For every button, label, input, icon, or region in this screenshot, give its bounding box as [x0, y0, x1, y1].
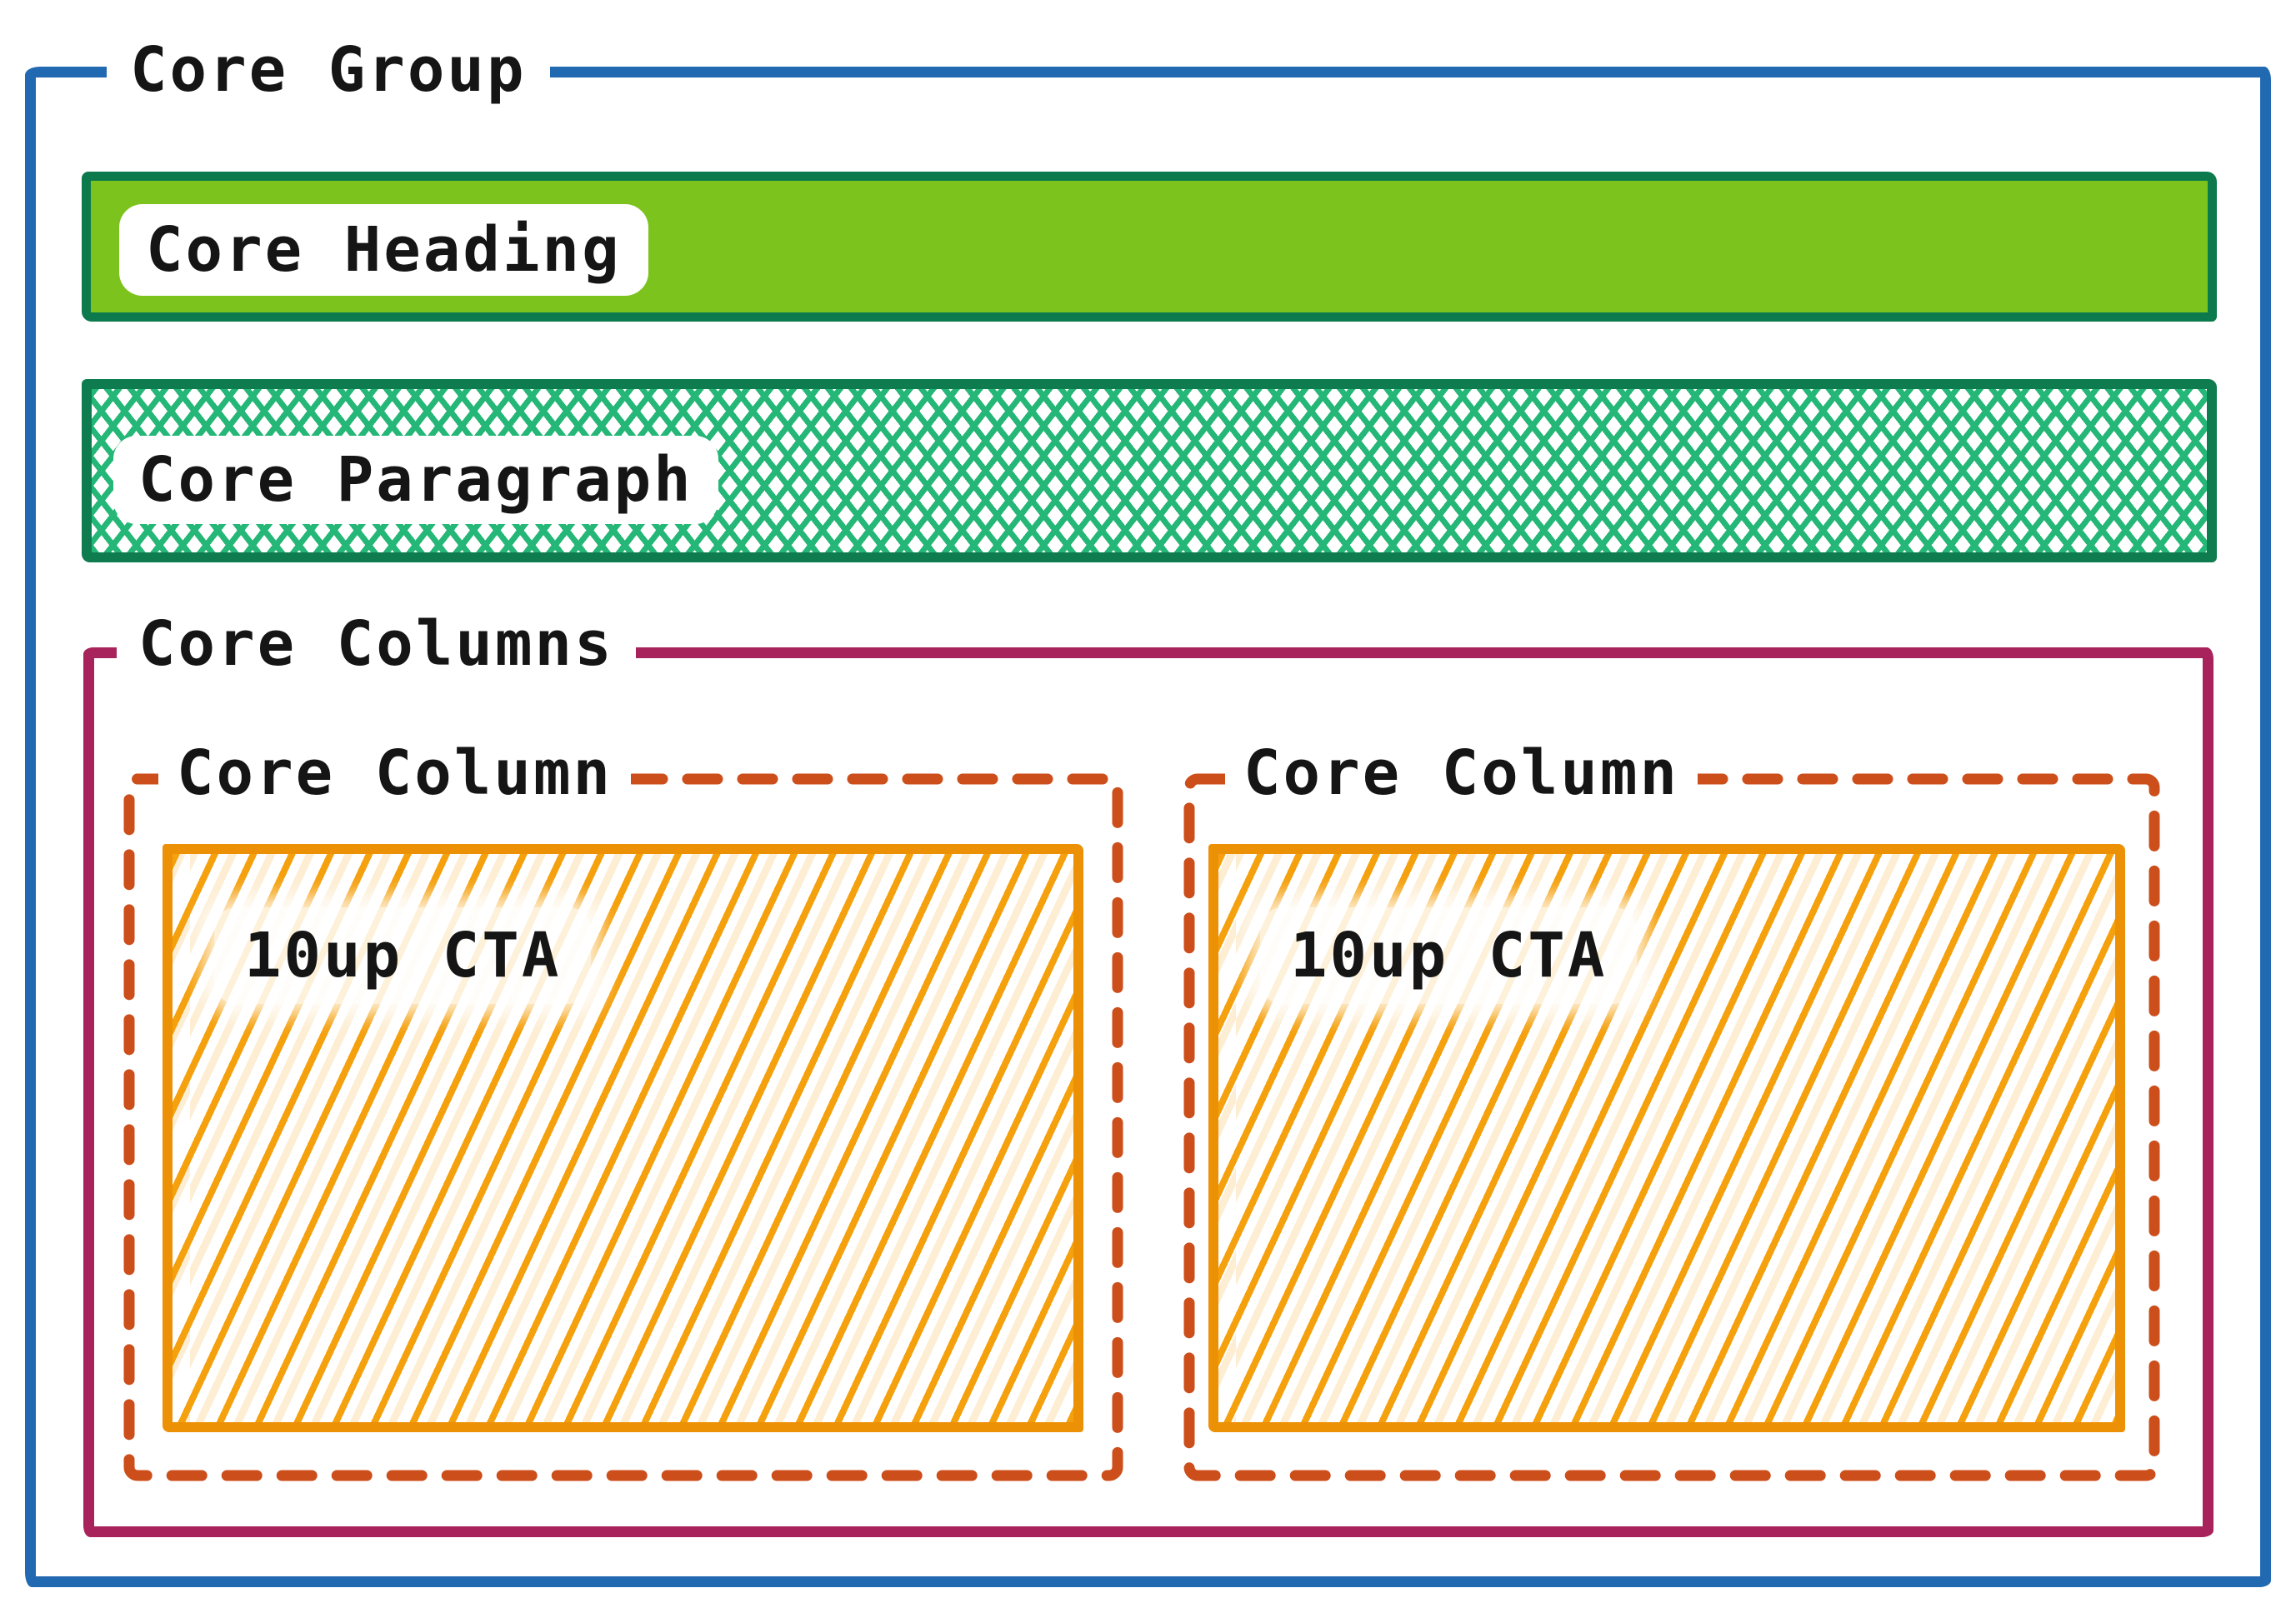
cta-2-label: 10up CTA	[1260, 907, 1638, 1004]
core-paragraph-block: Core Paragraph	[82, 379, 2217, 562]
core-column-1-label: Core Column	[158, 725, 632, 821]
cta-block-2: 10up CTA	[1208, 844, 2125, 1432]
core-heading-label: Core Heading	[119, 204, 648, 296]
core-group-label: Core Group	[107, 23, 550, 117]
core-column-1-border	[123, 773, 1123, 1481]
core-columns-box	[83, 647, 2213, 1537]
core-columns-label: Core Columns	[117, 596, 636, 692]
core-column-2-label: Core Column	[1225, 725, 1698, 821]
cta-1-label: 10up CTA	[214, 907, 592, 1004]
core-heading-block: Core Heading	[82, 172, 2217, 322]
core-group-box	[25, 67, 2271, 1587]
core-paragraph-label: Core Paragraph	[113, 436, 718, 524]
cta-block-1: 10up CTA	[163, 844, 1083, 1432]
